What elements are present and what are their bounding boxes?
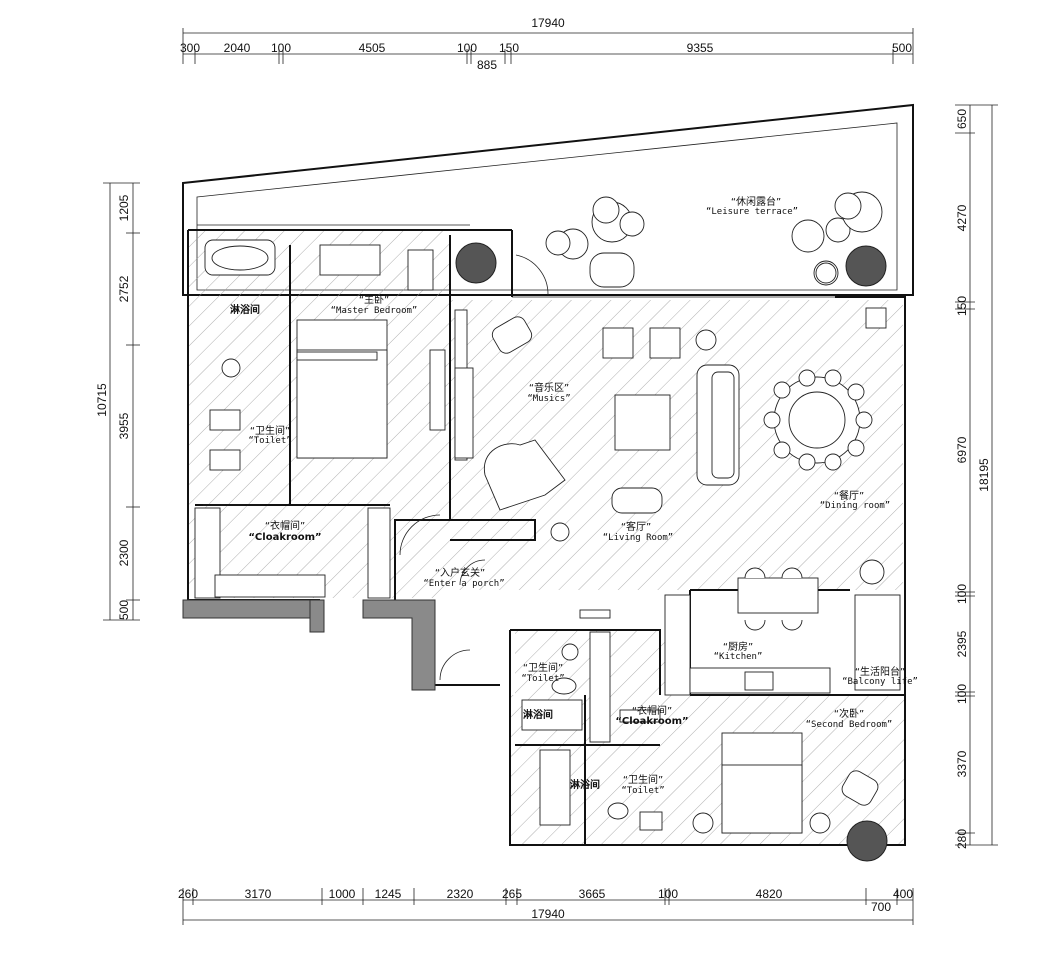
room-labels: “休闲露台” “Leisure terrace” “主卧” “Master Be… [230, 195, 918, 796]
dim-left-seg: 1205 [117, 194, 131, 221]
label-shower-master: 淋浴间 [230, 303, 260, 316]
label-dining-cn: “餐厅” [834, 489, 864, 502]
dim-bottom-seg: 1000 [329, 887, 356, 901]
label-master-bedroom-en: “Master Bedroom” [331, 306, 418, 316]
label-cloakroom-second-en: “Cloakroom” [615, 716, 688, 727]
label-toilet-guest-cn: “卫生间” [523, 661, 563, 674]
dim-right-seg: 150 [955, 296, 969, 316]
label-second-bedroom-en: “Second Bedroom” [806, 720, 893, 730]
label-porch-cn: “入户玄关” [435, 566, 485, 579]
dim-bottom-seg: 400 [893, 887, 913, 901]
dimension-left: 10715 1205 2752 3955 2300 500 [95, 182, 140, 621]
dim-bottom-seg: 4820 [756, 887, 783, 901]
dimension-bottom: 260 3170 1000 1245 2320 265 3665 100 482… [178, 887, 914, 925]
second-suite-furniture [521, 631, 879, 834]
dim-right-total: 18195 [977, 458, 991, 492]
label-toilet-master-en: “Toilet” [248, 436, 291, 446]
label-cloakroom-master-cn: “衣帽间” [265, 519, 305, 532]
dim-bottom-seg: 100 [658, 887, 678, 901]
dim-top-seg: 100 [457, 41, 477, 55]
label-dining-en: “Dining room” [820, 501, 890, 511]
label-toilet-master-cn: “卫生间” [250, 424, 290, 437]
dim-bottom-seg: 265 [502, 887, 522, 901]
dim-bottom-seg: 260 [178, 887, 198, 901]
label-musics-en: “Musics” [527, 394, 570, 404]
living-furniture [483, 262, 887, 631]
dim-top-seg: 9355 [687, 41, 714, 55]
dim-bottom-seg: 3170 [245, 887, 272, 901]
label-living-en: “Living Room” [603, 533, 673, 543]
dim-left-seg: 2300 [117, 539, 131, 566]
dim-top-seg: 500 [892, 41, 912, 55]
label-leisure-terrace-cn: “休闲露台” [731, 195, 781, 208]
dim-top-seg: 2040 [224, 41, 251, 55]
label-toilet-guest-en: “Toilet” [521, 674, 564, 684]
label-leisure-terrace-en: “Leisure terrace” [706, 207, 798, 217]
label-second-bedroom-cn: “次卧” [834, 707, 864, 720]
dim-top-seg: 300 [180, 41, 200, 55]
dim-bottom-total: 17940 [531, 907, 565, 921]
dim-right-seg: 280 [955, 829, 969, 849]
dim-top-total: 17940 [531, 16, 565, 30]
dim-right-seg: 100 [955, 684, 969, 704]
entry-kitchen-furniture [399, 514, 901, 696]
dim-bottom-sub: 700 [871, 900, 891, 914]
label-kitchen-cn: “厨房” [723, 640, 753, 653]
structure [182, 599, 436, 691]
dim-bottom-seg: 2320 [447, 887, 474, 901]
dim-left-seg: 500 [117, 600, 131, 620]
label-toilet-second-en: “Toilet” [621, 786, 664, 796]
dimension-right: 650 4270 150 6970 100 2395 100 3370 280 … [955, 104, 998, 849]
label-master-bedroom-cn: “主卧” [359, 293, 389, 306]
label-shower-second: 淋浴间 [570, 778, 600, 791]
label-toilet-second-cn: “卫生间” [623, 773, 663, 786]
label-cloakroom-master-en: “Cloakroom” [248, 532, 321, 543]
dim-right-seg: 3370 [955, 750, 969, 777]
dim-right-seg: 650 [955, 109, 969, 129]
label-balcony-cn: “生活阳台” [855, 665, 905, 678]
label-porch-en: “Enter a porch” [423, 579, 504, 589]
dim-right-seg: 6970 [955, 436, 969, 463]
dim-top-seg: 4505 [359, 41, 386, 55]
label-musics-cn: “音乐区” [529, 381, 569, 394]
dimension-top: 17940 300 2040 100 4505 100 150 9355 500… [180, 16, 914, 72]
label-balcony-en: “Balcony life” [842, 677, 918, 687]
label-living-cn: “客厅” [621, 520, 651, 533]
columns [455, 242, 888, 862]
dim-right-seg: 2395 [955, 630, 969, 657]
dim-right-seg: 100 [955, 584, 969, 604]
dim-top-sub: 885 [477, 58, 497, 72]
label-shower-guest: 淋浴间 [523, 708, 553, 721]
dim-left-total: 10715 [95, 383, 109, 417]
dim-top-seg: 100 [271, 41, 291, 55]
label-kitchen-en: “Kitchen” [714, 652, 763, 662]
dim-bottom-seg: 3665 [579, 887, 606, 901]
label-cloakroom-second-cn: “衣帽间” [632, 704, 672, 717]
dim-left-seg: 3955 [117, 412, 131, 439]
dim-left-seg: 2752 [117, 275, 131, 302]
master-furniture [194, 239, 474, 599]
terrace-furniture [515, 191, 883, 296]
dim-right-seg: 4270 [955, 204, 969, 231]
dim-bottom-seg: 1245 [375, 887, 402, 901]
dim-top-seg: 150 [499, 41, 519, 55]
